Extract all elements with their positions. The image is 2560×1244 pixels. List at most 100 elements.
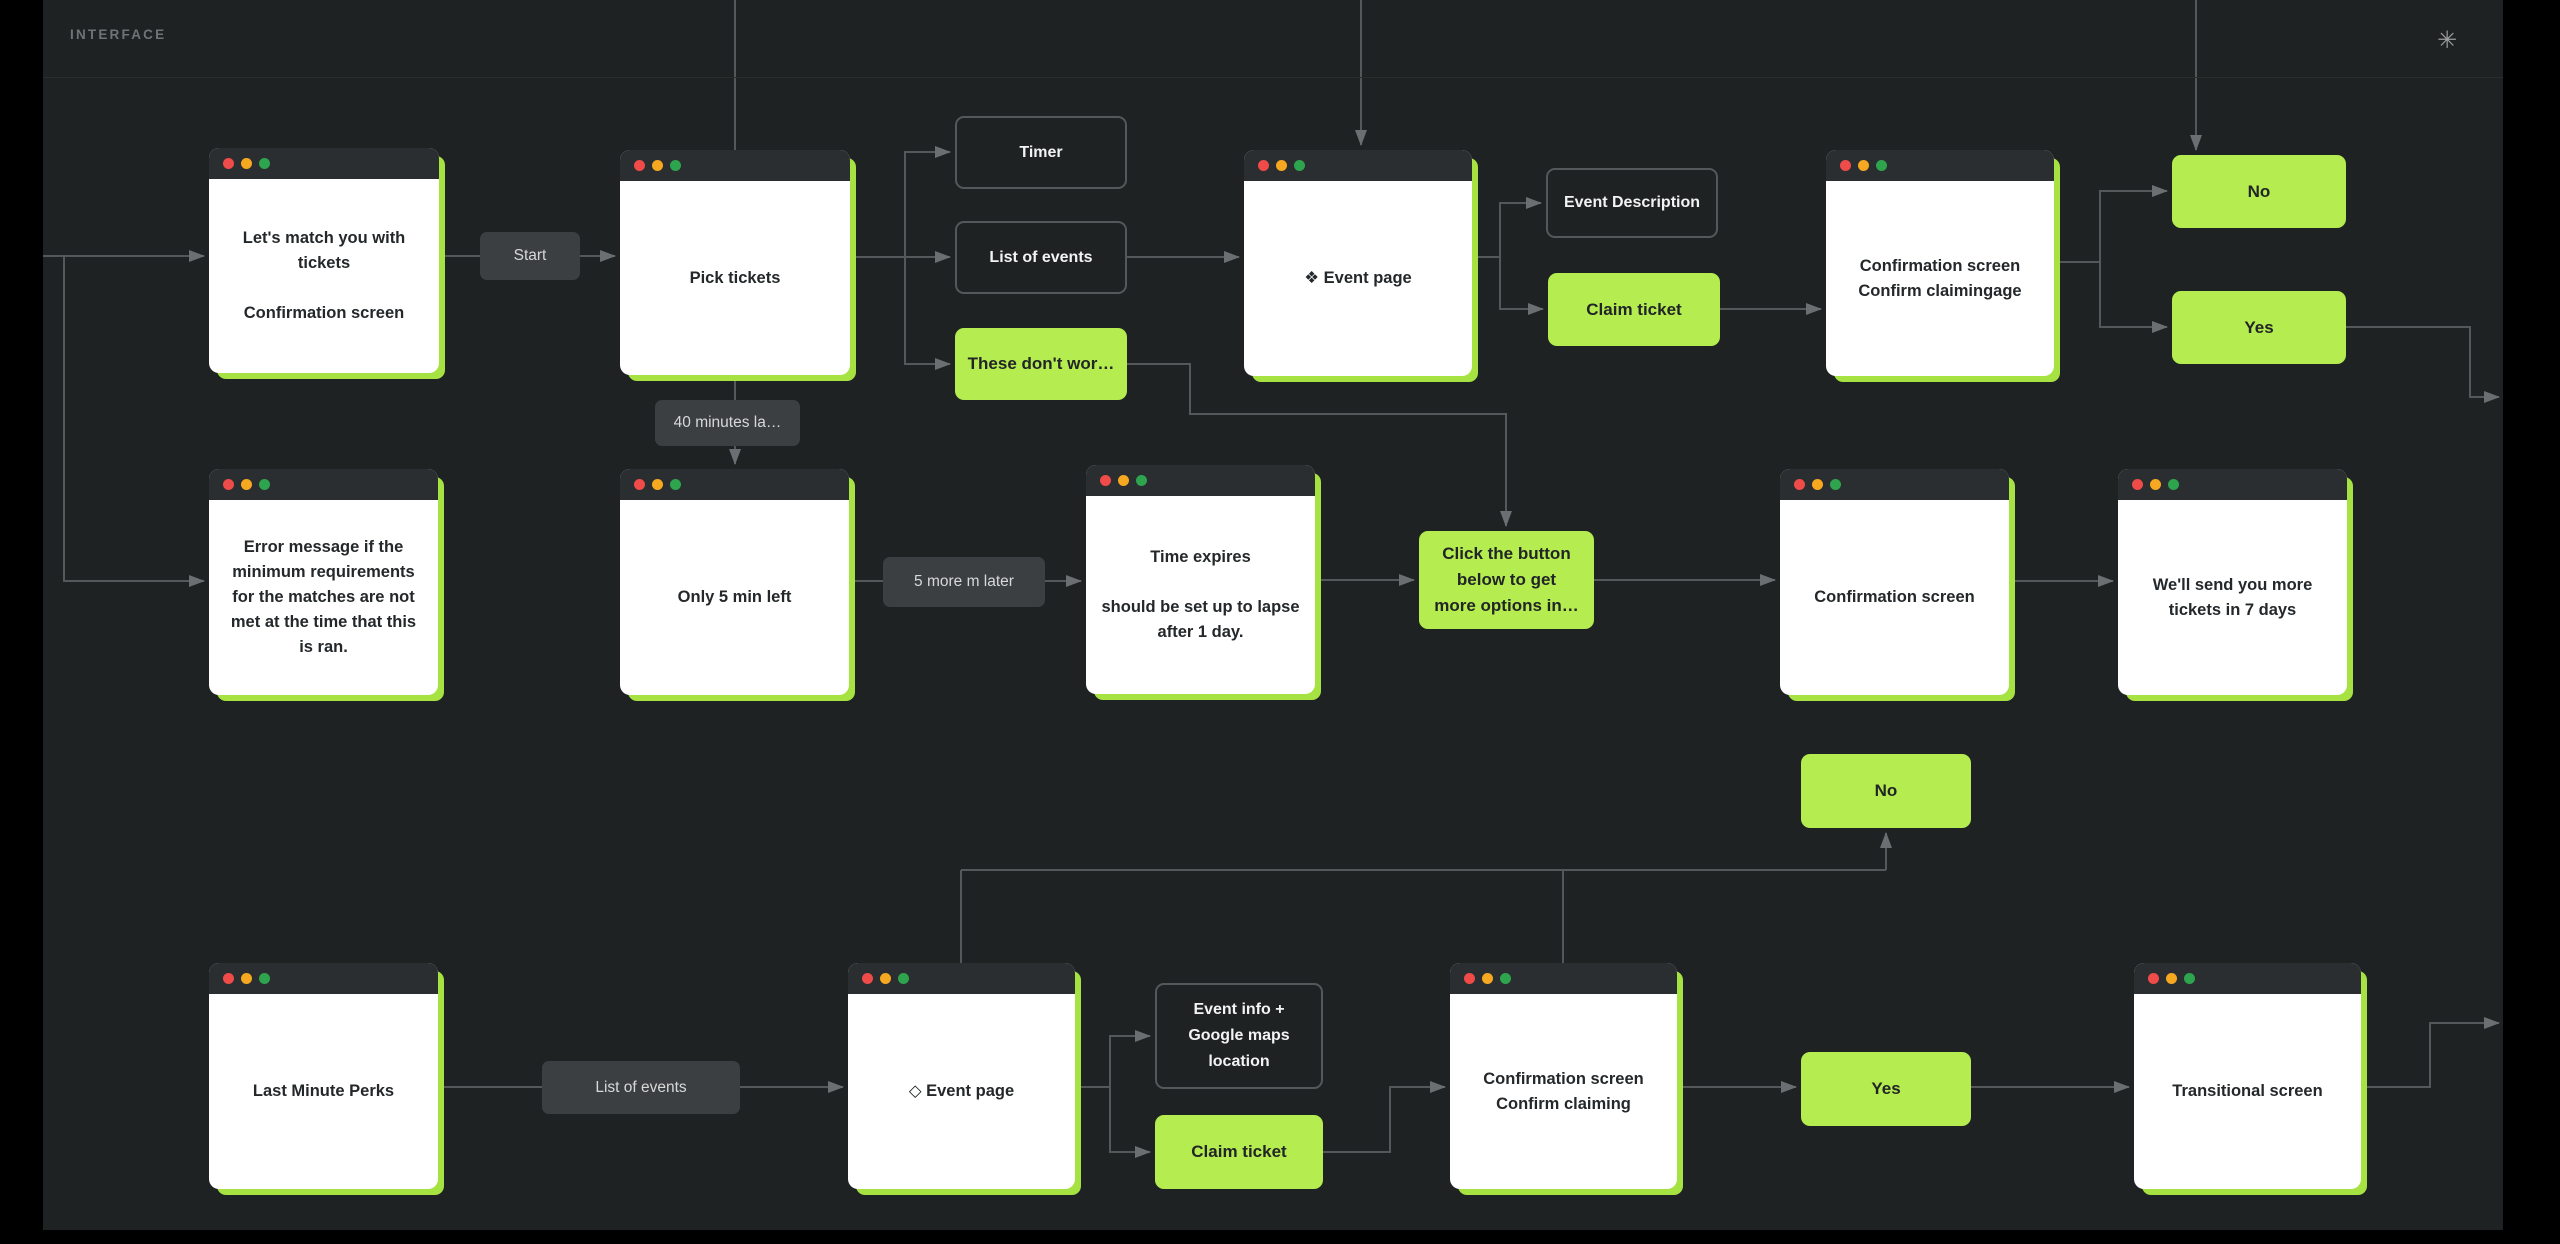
window-titlebar — [1244, 150, 1472, 181]
minimize-dot-icon — [652, 160, 663, 171]
minimize-dot-icon — [241, 973, 252, 984]
minimize-dot-icon — [1812, 479, 1823, 490]
node-text-line: 5 more m later — [914, 573, 1014, 590]
flow-connector[interactable] — [2054, 185, 2168, 263]
close-dot-icon — [634, 160, 645, 171]
asterisk-icon[interactable]: ✳ — [2437, 27, 2458, 54]
window-content: Last Minute Perks — [209, 994, 438, 1189]
close-dot-icon — [223, 479, 234, 490]
node-text-line: location — [1208, 1053, 1270, 1070]
zoom-dot-icon — [1830, 479, 1841, 490]
box-timer[interactable]: Timer — [955, 116, 1127, 189]
node-text-line: Time expires — [1150, 548, 1251, 566]
close-dot-icon — [862, 973, 873, 984]
flow-connector[interactable] — [1323, 1081, 1446, 1153]
window-titlebar — [2134, 963, 2361, 994]
button-claim-ticket-2[interactable]: Claim ticket — [1155, 1115, 1323, 1189]
node-text-line: Confirm claimingage — [1858, 281, 2022, 300]
flow-connector[interactable] — [904, 257, 951, 370]
node-text-line: is ran. — [299, 638, 348, 656]
zoom-dot-icon — [670, 160, 681, 171]
node-text-line: tickets in 7 days — [2168, 600, 2297, 619]
label-5-more-min-later[interactable]: 5 more m later — [883, 557, 1045, 607]
minimize-dot-icon — [880, 973, 891, 984]
button-claim-ticket[interactable]: Claim ticket — [1548, 273, 1720, 346]
node-text-line: below to get — [1456, 570, 1557, 589]
minimize-dot-icon — [2150, 479, 2161, 490]
window-only-5-min-left[interactable]: Only 5 min left — [620, 469, 849, 695]
window-titlebar — [1780, 469, 2009, 500]
window-titlebar — [1450, 963, 1677, 994]
node-text-line: These don't wor… — [967, 354, 1115, 373]
node-text-line: Confirmation screen — [1483, 1069, 1644, 1088]
window-titlebar — [209, 469, 438, 500]
close-dot-icon — [2148, 973, 2159, 984]
window-event-page-2[interactable]: ◇ Event page — [848, 963, 1075, 1189]
node-text-line: List of events — [595, 1078, 687, 1096]
button-yes-top[interactable]: Yes — [2172, 291, 2346, 364]
window-titlebar — [620, 150, 850, 181]
flow-connector[interactable] — [2099, 262, 2168, 333]
close-dot-icon — [1464, 973, 1475, 984]
flow-connector[interactable] — [2346, 326, 2500, 403]
node-text-line: Only 5 min left — [677, 588, 792, 606]
box-event-description[interactable]: Event Description — [1546, 168, 1718, 238]
flow-connector[interactable] — [1472, 197, 1542, 258]
window-confirmation-2[interactable]: Confirmation screen — [1780, 469, 2009, 695]
flow-connector[interactable] — [1499, 257, 1544, 315]
label-list-of-events[interactable]: List of events — [542, 1061, 740, 1114]
node-text-line: Error message if the — [243, 538, 404, 556]
window-event-page[interactable]: ❖ Event page — [1244, 150, 1472, 376]
window-transitional-screen[interactable]: Transitional screen — [2134, 963, 2361, 1189]
button-no-top[interactable]: No — [2172, 155, 2346, 228]
flow-connector[interactable] — [1127, 363, 1512, 527]
close-dot-icon — [1794, 479, 1805, 490]
letterbox-left — [0, 0, 43, 1244]
button-no-bottom[interactable]: No — [1801, 754, 1971, 828]
window-last-minute-perks[interactable]: Last Minute Perks — [209, 963, 438, 1189]
label-start[interactable]: Start — [480, 232, 580, 280]
box-list-of-events[interactable]: List of events — [955, 221, 1127, 294]
minimize-dot-icon — [241, 158, 252, 169]
window-titlebar — [1086, 465, 1315, 496]
node-text-line: Event info + — [1193, 1001, 1285, 1018]
node-text-line: List of events — [989, 248, 1093, 266]
close-dot-icon — [223, 973, 234, 984]
node-text-line: Start — [513, 247, 547, 264]
node-text-line: Last Minute Perks — [252, 1082, 395, 1100]
node-text-line: Click the button — [1442, 544, 1571, 563]
window-pick-tickets[interactable]: Pick tickets — [620, 150, 850, 375]
button-these-dont-work[interactable]: These don't wor… — [955, 328, 1127, 400]
flow-connector[interactable] — [1109, 1087, 1151, 1158]
node-text-line: for the matches are not — [232, 588, 415, 606]
node-text-line: ◇ Event page — [908, 1082, 1015, 1100]
window-content: ◇ Event page — [848, 994, 1075, 1189]
minimize-dot-icon — [1482, 973, 1493, 984]
window-content: ❖ Event page — [1244, 181, 1472, 376]
zoom-dot-icon — [898, 973, 909, 984]
node-text-line: met at the time that this — [230, 613, 417, 631]
flow-connector[interactable] — [2361, 1017, 2500, 1088]
flow-connector[interactable] — [850, 146, 951, 258]
flow-connector[interactable] — [63, 256, 205, 587]
label-40-minutes-later[interactable]: 40 minutes la… — [655, 400, 800, 446]
close-dot-icon — [2132, 479, 2143, 490]
button-yes-bottom[interactable]: Yes — [1801, 1052, 1971, 1126]
window-titlebar — [1826, 150, 2054, 181]
close-dot-icon — [1100, 475, 1111, 486]
flow-connector[interactable] — [1075, 1030, 1151, 1088]
